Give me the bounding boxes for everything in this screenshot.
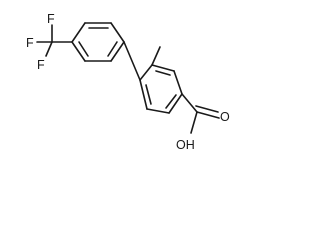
ring2-double-bond (145, 84, 152, 105)
ring1-bond (71, 41, 86, 62)
trifluoromethyl-group: F F F (26, 12, 73, 72)
hydroxyl-label: OH (176, 138, 195, 152)
ring1-bond (110, 41, 125, 62)
ring2-double-bond (155, 70, 171, 76)
upper-benzene-ring (71, 22, 125, 62)
ring2-bond (139, 64, 153, 81)
carboxylic-acid-group: O OH (176, 93, 230, 152)
ring2-bond (139, 79, 148, 110)
ring1-double-bond (107, 41, 118, 57)
lower-benzene-ring (139, 64, 183, 114)
ring2-bond (168, 93, 183, 114)
methyl-bond (151, 46, 161, 66)
carbonyl-double-bond (195, 105, 219, 113)
carbonyl-oxygen-label: O (220, 110, 230, 124)
fluorine-label-left: F (26, 36, 34, 50)
ring1-bond (110, 22, 125, 43)
fluorine-label-bottom: F (37, 58, 45, 72)
ring1-bond (71, 22, 86, 43)
c-carboxyl-bond (181, 93, 198, 113)
ring2-bond (151, 64, 175, 72)
ring2-double-bond (165, 94, 177, 109)
biaryl-bond (123, 41, 141, 81)
ring2-bond (173, 70, 183, 95)
c-oh-bond (190, 111, 198, 134)
carbonyl-double-bond (196, 111, 220, 119)
chemical-structure-diagram: F F F O OH (26, 12, 230, 152)
cf-bond-lower (45, 41, 53, 57)
ring1-double-bond (78, 41, 89, 57)
fluorine-label-top: F (47, 12, 55, 26)
ring2-bond (146, 108, 170, 114)
